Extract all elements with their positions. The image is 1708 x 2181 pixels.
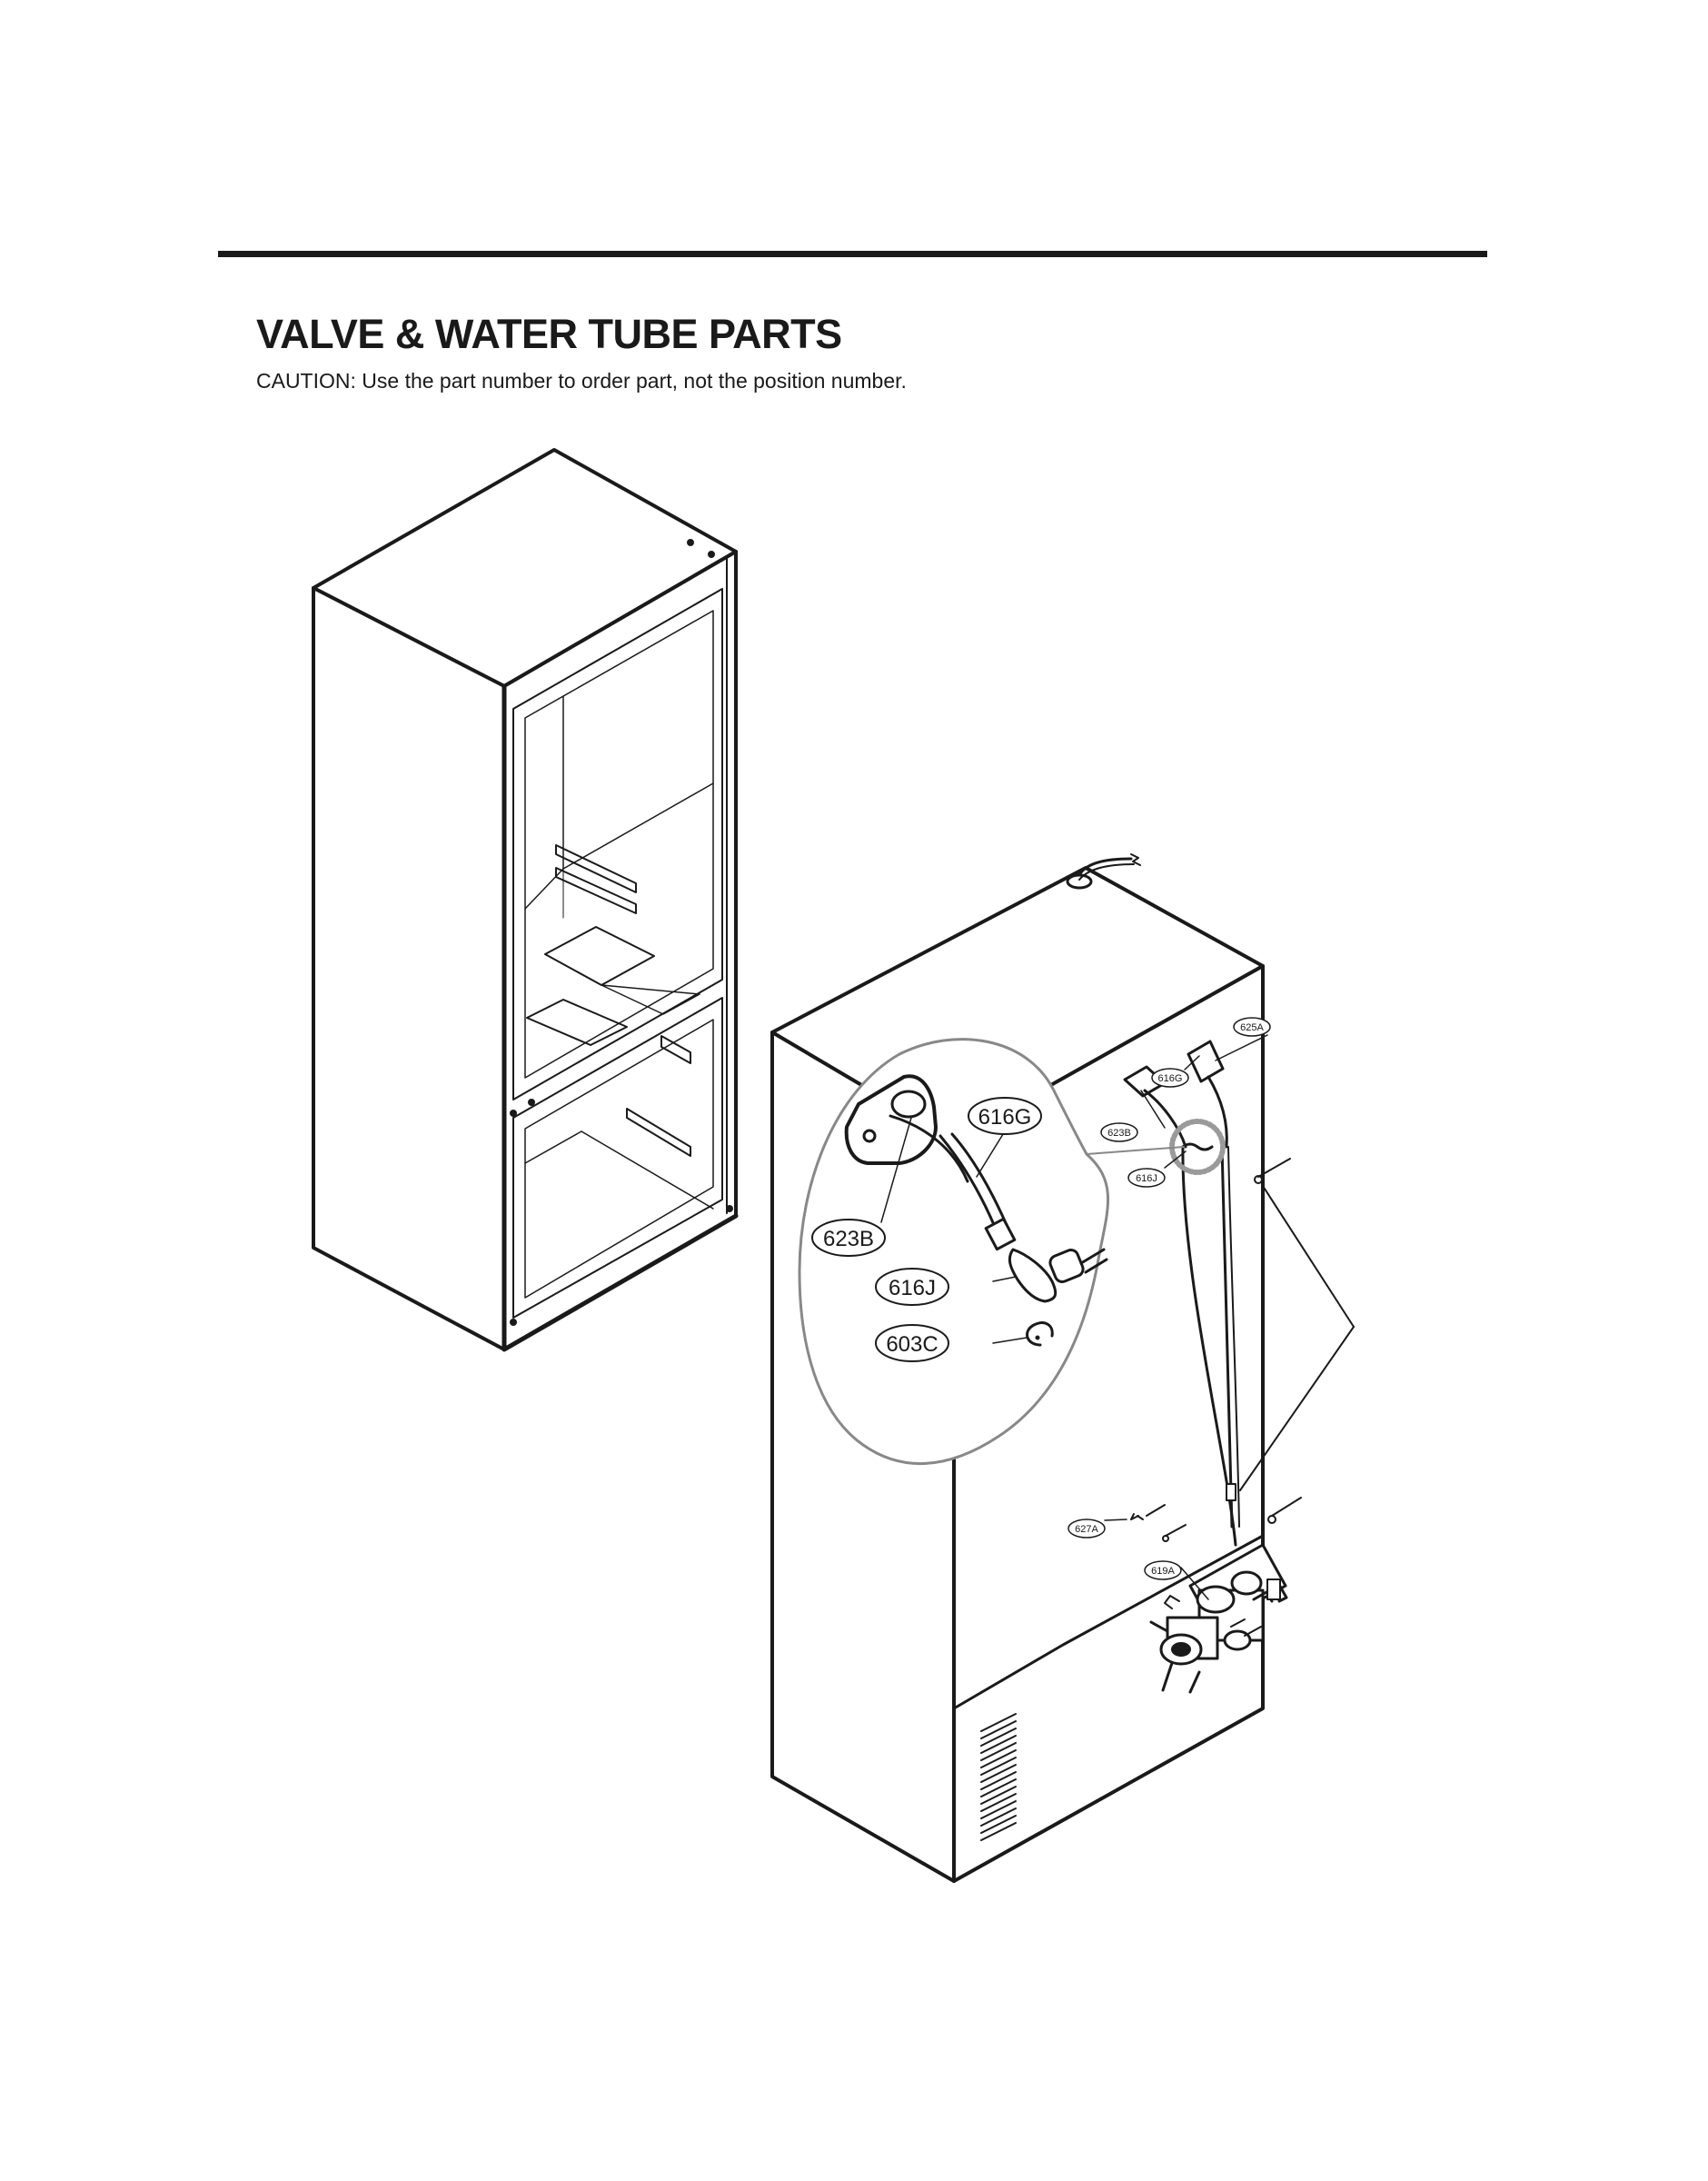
magnified-detail-bubble [798,1038,1185,1465]
svg-text:616J: 616J [889,1276,936,1300]
page-title: VALVE & WATER TUBE PARTS [256,311,842,357]
callout-603C-large: 603C [875,1324,949,1362]
svg-text:603C: 603C [886,1332,938,1357]
callout-623B-small: 623B [1100,1122,1138,1142]
callout-616G-small: 616G [1151,1068,1189,1088]
svg-text:616G: 616G [1158,1073,1183,1084]
svg-text:619A: 619A [1151,1566,1175,1577]
svg-text:623B: 623B [823,1227,874,1251]
water-valve-assembly [1149,1543,1288,1694]
header-rule [218,251,1487,257]
callout-leaders [880,1034,1268,1600]
refrigerator-cabinet-front [312,448,739,1352]
callout-627A: 627A [1068,1519,1106,1539]
callout-616G-large: 616G [968,1097,1042,1135]
svg-text:616G: 616G [978,1105,1032,1130]
callout-619A: 619A [1144,1560,1182,1580]
svg-text:616J: 616J [1136,1173,1157,1184]
callout-616J-small: 616J [1127,1168,1166,1188]
svg-text:627A: 627A [1075,1524,1098,1535]
callout-616J-large: 616J [875,1268,949,1306]
callout-625A: 625A [1233,1017,1271,1037]
caution-note: CAUTION: Use the part number to order pa… [256,369,907,393]
svg-text:623B: 623B [1107,1128,1131,1139]
svg-text:625A: 625A [1240,1022,1264,1033]
callouts: 625A 616G 623B 616J 627A 619A 616G [811,1017,1271,1580]
callout-623B-large: 623B [811,1219,886,1257]
vent-grille [980,1713,1017,1841]
